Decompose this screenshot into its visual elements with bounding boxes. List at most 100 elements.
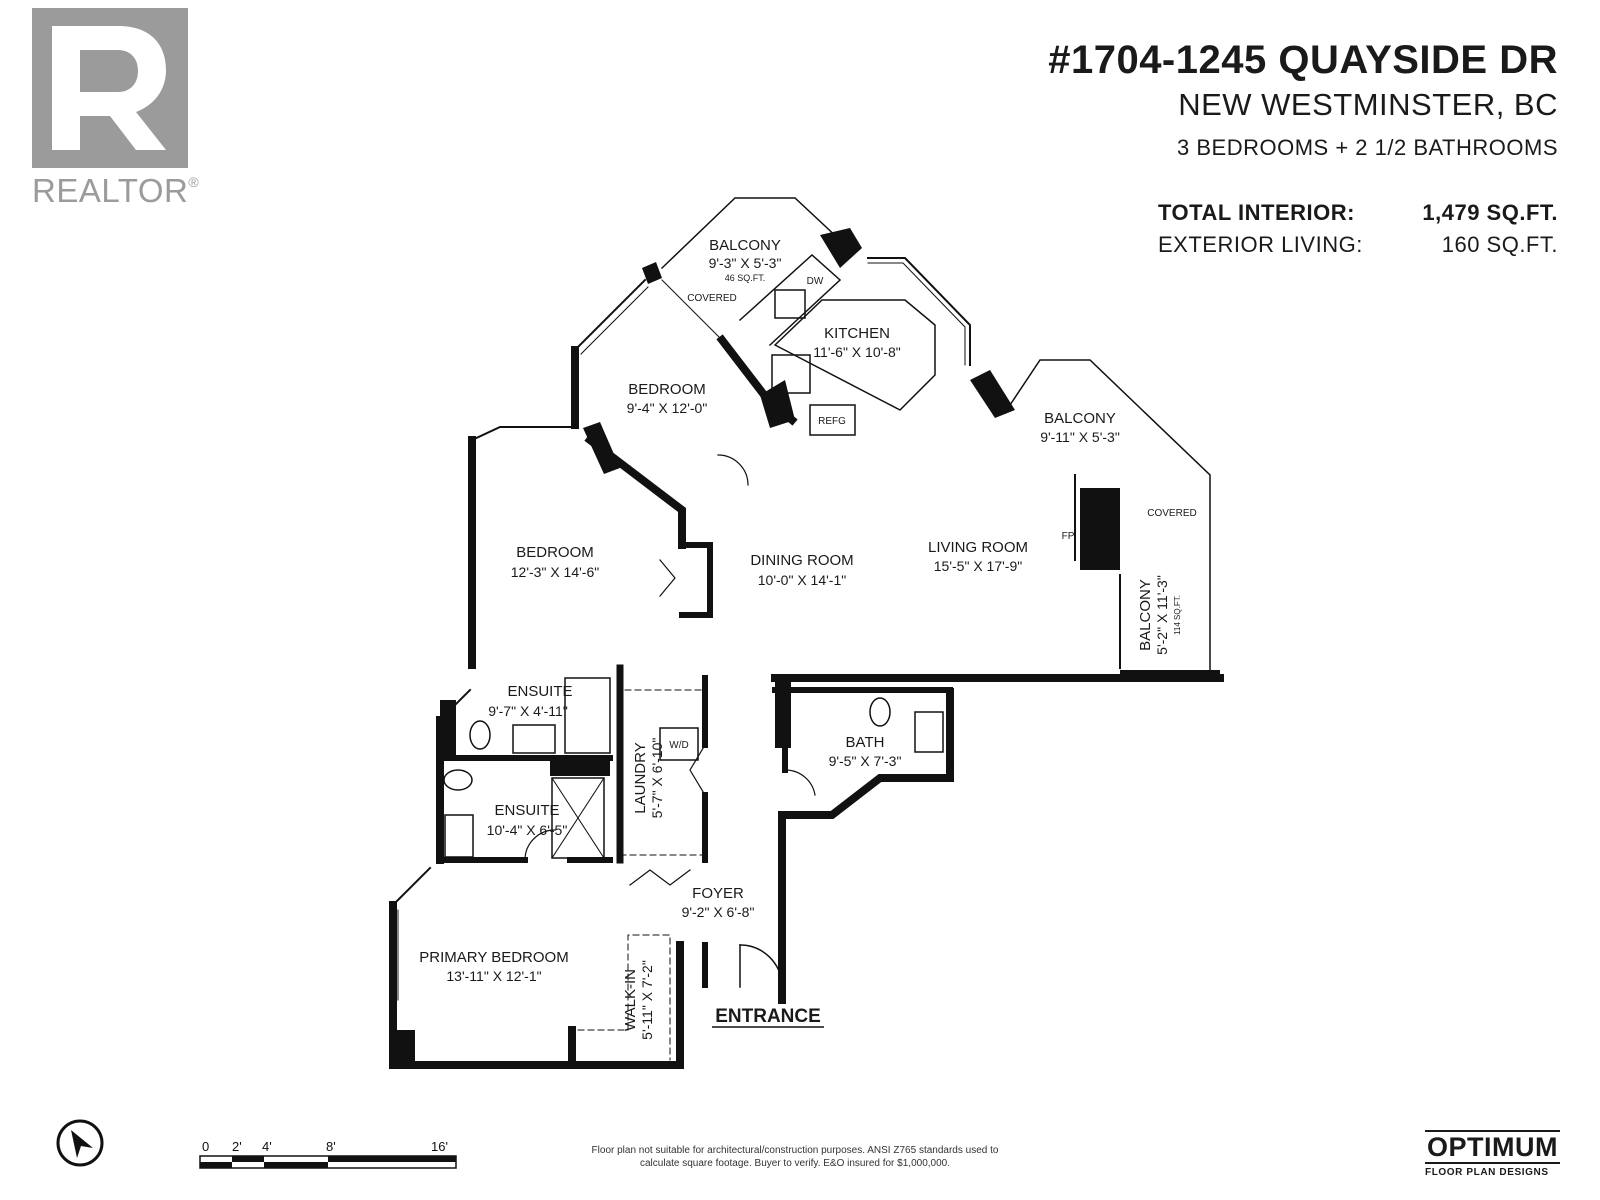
walkin-shelf	[577, 934, 671, 1061]
label-ensuite-lower: ENSUITE	[494, 802, 559, 819]
svg-text:5'-11" X 7'-2": 5'-11" X 7'-2"	[639, 960, 655, 1040]
label-balcony-top: BALCONY	[709, 237, 781, 254]
realtor-r-icon	[32, 8, 188, 168]
wall-block-primary	[393, 1030, 415, 1065]
label-foyer: FOYER	[692, 885, 744, 902]
vanity-ensuite-lower	[444, 814, 474, 858]
label-primary: PRIMARY BEDROOM	[419, 949, 568, 966]
wall-bath-east	[778, 688, 954, 1004]
svg-text:10'-4" X 6'-5": 10'-4" X 6'-5"	[487, 822, 568, 838]
window-living	[867, 257, 971, 366]
svg-text:9'-2" X 6'-8": 9'-2" X 6'-8"	[682, 904, 755, 920]
svg-text:REFG: REFG	[818, 416, 846, 427]
toilet-ensuite-upper	[469, 720, 491, 750]
svg-text:DW: DW	[807, 276, 824, 287]
realtor-logo: REALTOR®	[32, 8, 204, 209]
door-entrance	[739, 944, 783, 986]
svg-text:W/D: W/D	[669, 740, 688, 751]
svg-text:12'-3" X 14'-6": 12'-3" X 14'-6"	[511, 564, 599, 580]
window-primary	[391, 866, 432, 907]
label-walkin: WALK-IN	[622, 969, 639, 1031]
window-living-inner	[867, 262, 966, 366]
column-kitchen-wall	[760, 380, 795, 428]
door-laundry	[689, 744, 706, 796]
svg-text:9'-3" X 5'-3": 9'-3" X 5'-3"	[709, 255, 782, 271]
svg-text:15'-5" X 17'-9": 15'-5" X 17'-9"	[934, 558, 1022, 574]
label-kitchen: KITCHEN	[824, 325, 890, 342]
door-ensuite-lower	[524, 829, 556, 861]
area-summary: TOTAL INTERIOR: 1,479 SQ.FT. EXTERIOR LI…	[1158, 200, 1558, 264]
door-bedroom-upper	[717, 454, 749, 486]
toilet-ensuite-lower	[443, 769, 473, 791]
svg-text:11'-6" X 10'-8": 11'-6" X 10'-8"	[813, 344, 900, 360]
vanity-ensuite-upper	[512, 724, 556, 754]
label-bedroom-upper: BEDROOM	[628, 381, 706, 398]
label-bath: BATH	[846, 734, 885, 751]
wall-walkin-bottom	[568, 941, 684, 1069]
balcony-top-rail	[661, 279, 721, 339]
column-bedroom-upper	[642, 262, 662, 284]
column-living	[970, 370, 1015, 418]
svg-text:10'-0" X 14'-1": 10'-0" X 14'-1"	[758, 572, 846, 588]
label-entrance: ENTRANCE	[715, 1006, 821, 1027]
washer-dryer	[659, 727, 699, 761]
column-kitchen	[820, 228, 862, 268]
svg-text:16': 16'	[431, 1139, 448, 1154]
svg-text:4': 4'	[262, 1139, 272, 1154]
shower	[551, 777, 605, 859]
svg-text:2': 2'	[232, 1139, 242, 1154]
window-bedroom-upper-2	[580, 286, 649, 355]
balcony-right-outline	[1008, 359, 1211, 679]
label-balcony-right: BALCONY	[1044, 410, 1116, 427]
label-bedroom-left: BEDROOM	[516, 544, 594, 561]
room-summary: 3 BEDROOMS + 2 1/2 BATHROOMS	[1177, 135, 1558, 160]
kitchen-island	[773, 299, 936, 411]
window-bedroom-upper	[573, 278, 647, 352]
wall-closet	[679, 542, 713, 618]
label-balcony-side: BALCONY	[1137, 579, 1154, 651]
svg-text:9'-7" X 4'-11": 9'-7" X 4'-11"	[488, 703, 568, 719]
svg-text:13'-11" X 12'-1": 13'-11" X 12'-1"	[446, 968, 541, 984]
toilet-bath	[869, 697, 891, 727]
optimum-logo: OPTIMUM FLOOR PLAN DESIGNS	[1425, 1130, 1560, 1178]
svg-text:COVERED: COVERED	[687, 293, 736, 304]
svg-text:46 SQ.FT.: 46 SQ.FT.	[725, 273, 766, 283]
label-dining: DINING ROOM	[750, 552, 853, 569]
wall-block-bath	[775, 678, 791, 748]
wall-primary-west	[389, 901, 576, 1069]
north-arrow-icon	[55, 1118, 105, 1168]
svg-text:114 SQ.FT.: 114 SQ.FT.	[1173, 595, 1182, 635]
scale-bar: 0 2' 4' 8' 16'	[198, 1138, 458, 1178]
wall-block-ensuite	[440, 700, 456, 760]
total-interior-row: TOTAL INTERIOR: 1,479 SQ.FT.	[1158, 200, 1558, 225]
sink	[774, 289, 806, 319]
listing-address: #1704-1245 QUAYSIDE DR	[1048, 38, 1558, 82]
svg-text:9'-5" X 7'-3": 9'-5" X 7'-3"	[829, 753, 902, 769]
door-bath	[784, 769, 816, 796]
svg-text:0: 0	[202, 1139, 209, 1154]
label-ensuite-upper: ENSUITE	[507, 683, 572, 700]
realtor-wordmark: REALTOR®	[32, 172, 200, 209]
balcony-top-outline	[660, 197, 842, 270]
svg-text:5'-2" X 11'-3": 5'-2" X 11'-3"	[1154, 575, 1170, 655]
column-bedroom	[583, 422, 620, 474]
listing-header: #1704-1245 QUAYSIDE DR NEW WESTMINSTER, …	[1048, 38, 1558, 161]
svg-text:8': 8'	[326, 1139, 336, 1154]
label-living: LIVING ROOM	[928, 539, 1028, 556]
svg-text:FP: FP	[1062, 531, 1075, 542]
svg-text:5'-7" X 6'-10": 5'-7" X 6'-10"	[649, 738, 665, 819]
wall-bedroom-diag	[584, 434, 686, 549]
fireplace-block	[1080, 488, 1120, 570]
window-bedroom-left	[470, 426, 576, 442]
svg-text:COVERED: COVERED	[1147, 508, 1196, 519]
exterior-living-row: EXTERIOR LIVING: 160 SQ.FT.	[1158, 232, 1558, 257]
range	[771, 354, 811, 394]
wall-block-shower	[550, 758, 610, 776]
bathtub	[564, 677, 611, 754]
door-foyer-closet	[629, 869, 691, 886]
svg-text:9'-4" X 12'-0": 9'-4" X 12'-0"	[627, 400, 708, 416]
listing-city: NEW WESTMINSTER, BC	[1178, 87, 1558, 122]
label-laundry: LAUNDRY	[632, 742, 649, 813]
svg-text:9'-11" X 5'-3": 9'-11" X 5'-3"	[1040, 429, 1120, 445]
